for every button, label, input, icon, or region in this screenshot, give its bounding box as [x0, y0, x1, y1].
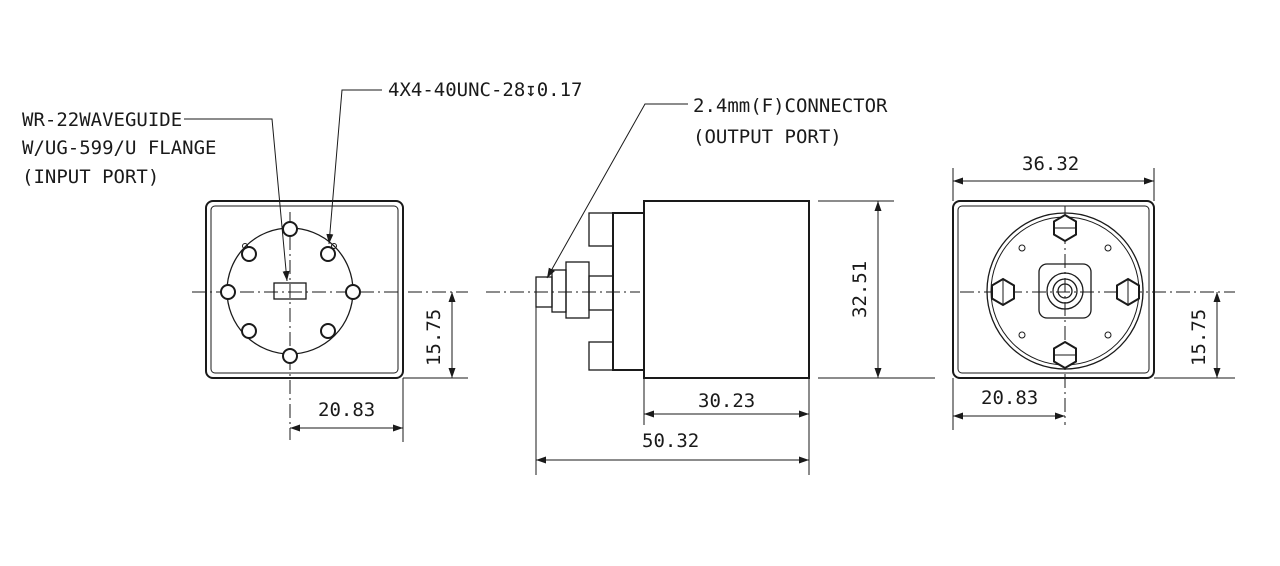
pin-icon: [242, 243, 248, 249]
flange-hole-icon: [282, 221, 298, 237]
screw-head-icon: [1116, 277, 1140, 307]
connector-ring-mid: [1052, 278, 1078, 304]
screw-callout: 4X4-40UNC-28↧0.17: [388, 79, 582, 101]
connector-label-line1: 2.4mm(F)CONNECTOR: [693, 95, 888, 117]
pin-icon: [331, 243, 337, 249]
dim-side-body: 30.23: [698, 390, 755, 412]
rear-housing-outline: [952, 200, 1155, 379]
connector-ring-inner: [1057, 283, 1073, 299]
connector-ring-outer: [1046, 272, 1084, 310]
connector-mount-square: [1038, 263, 1092, 319]
flange-hole-icon: [345, 284, 361, 300]
front-housing-inner: [210, 205, 399, 374]
side-tab-mid: [588, 275, 614, 311]
pin-icon: [1104, 244, 1112, 252]
connector-tip: [535, 276, 553, 308]
rear-housing-inner: [957, 205, 1150, 374]
dim-left-width: 20.83: [318, 399, 375, 421]
connector-leader: [546, 103, 688, 279]
flange-hole-icon: [282, 348, 298, 364]
waveguide-aperture: [273, 282, 307, 300]
screw-head-icon: [1053, 340, 1077, 370]
connector-hex: [565, 261, 590, 319]
side-body: [643, 200, 810, 379]
side-tab-bottom: [588, 341, 614, 371]
dim-right-offset: 20.83: [981, 387, 1038, 409]
flange-hole-icon: [241, 246, 257, 262]
waveguide-label-line1: WR-22WAVEGUIDE: [22, 109, 182, 131]
waveguide-leader: [184, 118, 290, 282]
screw-head-icon: [991, 277, 1015, 307]
connector-label-line2: (OUTPUT PORT): [693, 126, 842, 148]
waveguide-label-line3: (INPUT PORT): [22, 166, 159, 188]
flange-hole-icon: [320, 246, 336, 262]
flange-hole-icon: [220, 284, 236, 300]
front-housing-outline: [205, 200, 404, 379]
side-view: 2.4mm(F)CONNECTOR (OUTPUT PORT) 30.23 50…: [486, 95, 935, 475]
pin-icon: [1104, 331, 1112, 339]
flange-hole-icon: [320, 323, 336, 339]
screw-head-icon: [1053, 213, 1077, 243]
dim-left-height: 15.75: [423, 309, 445, 366]
flange-hole-icon: [241, 323, 257, 339]
rear-view-output: 36.32 15.75 20.83: [952, 153, 1235, 430]
dim-side-height: 32.51: [849, 261, 871, 318]
dim-right-width: 36.32: [1022, 153, 1079, 175]
pin-icon: [1018, 331, 1026, 339]
screw-leader: [326, 89, 382, 245]
dim-side-total: 50.32: [642, 430, 699, 452]
front-view-input: WR-22WAVEGUIDE W/UG-599/U FLANGE (INPUT …: [22, 79, 582, 442]
connector-shell: [551, 269, 567, 313]
pin-icon: [1018, 244, 1026, 252]
dim-right-height: 15.75: [1188, 309, 1210, 366]
side-tab-top: [588, 212, 614, 247]
waveguide-label-line2: W/UG-599/U FLANGE: [22, 137, 216, 159]
